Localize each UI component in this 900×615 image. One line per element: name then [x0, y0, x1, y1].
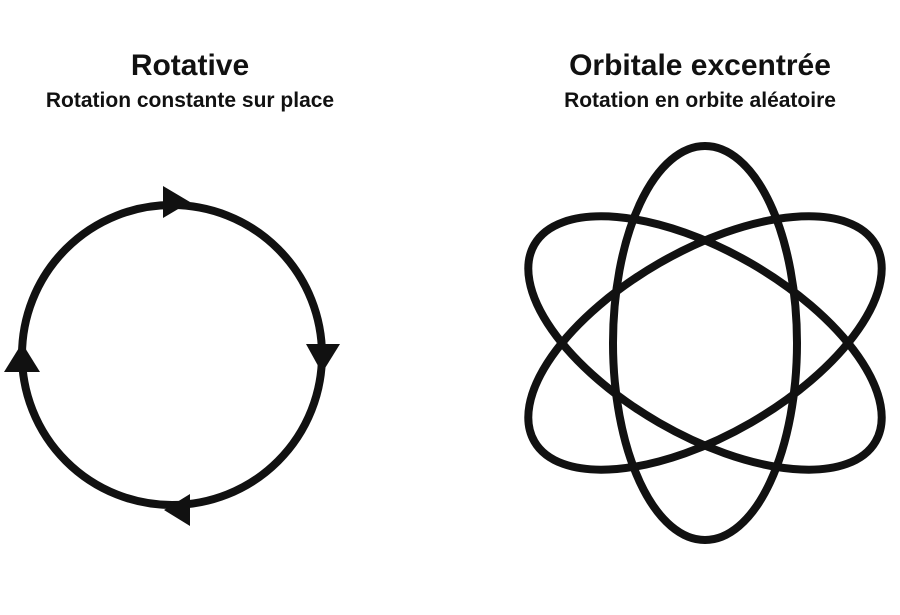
orbital-ellipses-icon [524, 142, 886, 544]
arrow-right-icon [306, 344, 340, 373]
orbital-panel: Orbitale excentrée Rotation en orbite al… [450, 0, 900, 615]
arrow-top-icon [163, 186, 190, 218]
rotative-panel: Rotative Rotation constante sur place [45, 49, 335, 112]
rotation-circle [18, 201, 326, 509]
rotative-subtitle: Rotation constante sur place [45, 89, 335, 112]
arrow-left-icon [4, 343, 40, 372]
rotative-title: Rotative [130, 49, 250, 82]
orbital-subtitle: Rotation en orbite aléatoire [564, 89, 836, 112]
orbit-ellipse-60 [524, 212, 886, 474]
orbital-title: Orbitale excentrée [569, 49, 831, 82]
arrow-bottom-icon [164, 494, 190, 526]
orbit-ellipse-minus-60 [524, 212, 886, 474]
orbit-ellipse-vertical [609, 142, 801, 544]
circle-with-arrows-icon [4, 186, 340, 526]
